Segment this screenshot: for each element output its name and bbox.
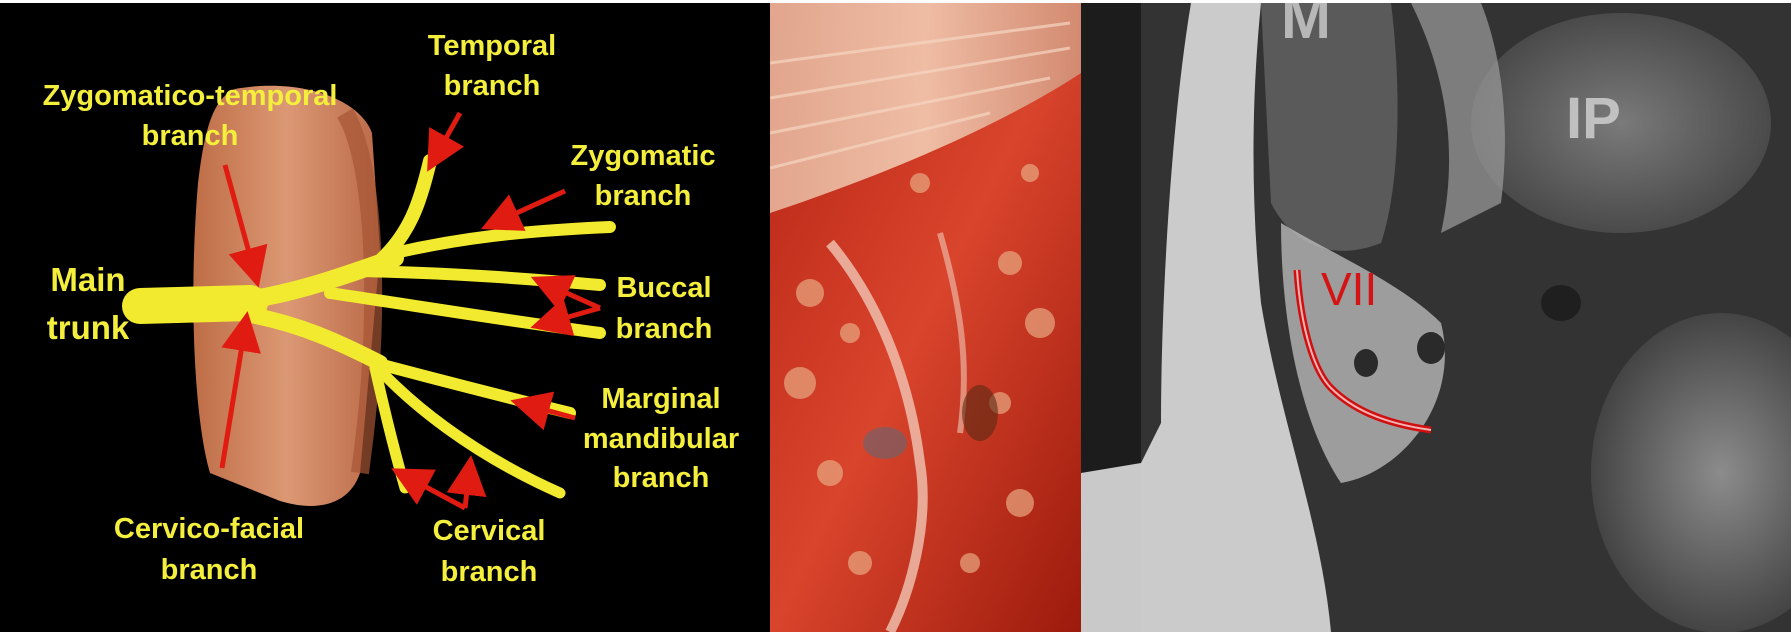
- facial-nerve-diagram: Zygomatico-temporal branch Temporal bran…: [0, 3, 770, 632]
- surgical-photo-svg: [770, 3, 1081, 632]
- label-zygomatic-1: Zygomatic: [570, 140, 715, 172]
- mri-svg: M IP VII: [1081, 3, 1791, 632]
- label-zygomatic-2: branch: [595, 180, 692, 212]
- label-buccal-1: Buccal: [616, 272, 711, 304]
- diagram-svg: Zygomatico-temporal branch Temporal bran…: [0, 3, 770, 632]
- label-cervical-1: Cervical: [433, 515, 546, 547]
- label-temporal-1: Temporal: [428, 30, 556, 62]
- vessel-dark: [1541, 285, 1581, 321]
- arrow-cervical-b: [465, 465, 470, 508]
- label-temporal-2: branch: [444, 70, 541, 102]
- label-marginal-2: mandibular: [583, 423, 739, 455]
- label-zygomatico-temporal-1: Zygomatico-temporal: [43, 80, 338, 112]
- label-main-2: trunk: [47, 309, 130, 346]
- label-marginal-1: Marginal: [601, 383, 720, 415]
- label-zygomatico-temporal-2: branch: [142, 120, 239, 152]
- label-main-1: Main: [50, 261, 125, 298]
- dark-spot: [863, 427, 907, 459]
- surgical-photo: [770, 3, 1081, 632]
- vessel-small-2: [1417, 332, 1445, 364]
- arrow-zygomatic: [490, 191, 565, 225]
- buccal-branch-upper-nerve: [360, 271, 600, 285]
- label-cervical-2: branch: [441, 556, 538, 588]
- clot: [962, 385, 998, 441]
- label-nerve-vii: VII: [1321, 263, 1377, 315]
- label-region-m: M: [1281, 3, 1331, 51]
- arrow-temporal: [432, 113, 460, 163]
- arrow-buccal-lower: [540, 308, 600, 325]
- label-cervico-facial-2: branch: [161, 554, 258, 586]
- pterygoid-region: [1471, 13, 1771, 233]
- label-cervico-facial-1: Cervico-facial: [114, 513, 304, 545]
- zygomatic-branch-nerve: [395, 227, 610, 253]
- mri-image: M IP VII: [1081, 3, 1791, 632]
- label-region-ip: IP: [1566, 86, 1621, 151]
- label-buccal-2: branch: [616, 313, 713, 345]
- label-marginal-3: branch: [613, 462, 710, 494]
- vessel-small: [1354, 349, 1378, 377]
